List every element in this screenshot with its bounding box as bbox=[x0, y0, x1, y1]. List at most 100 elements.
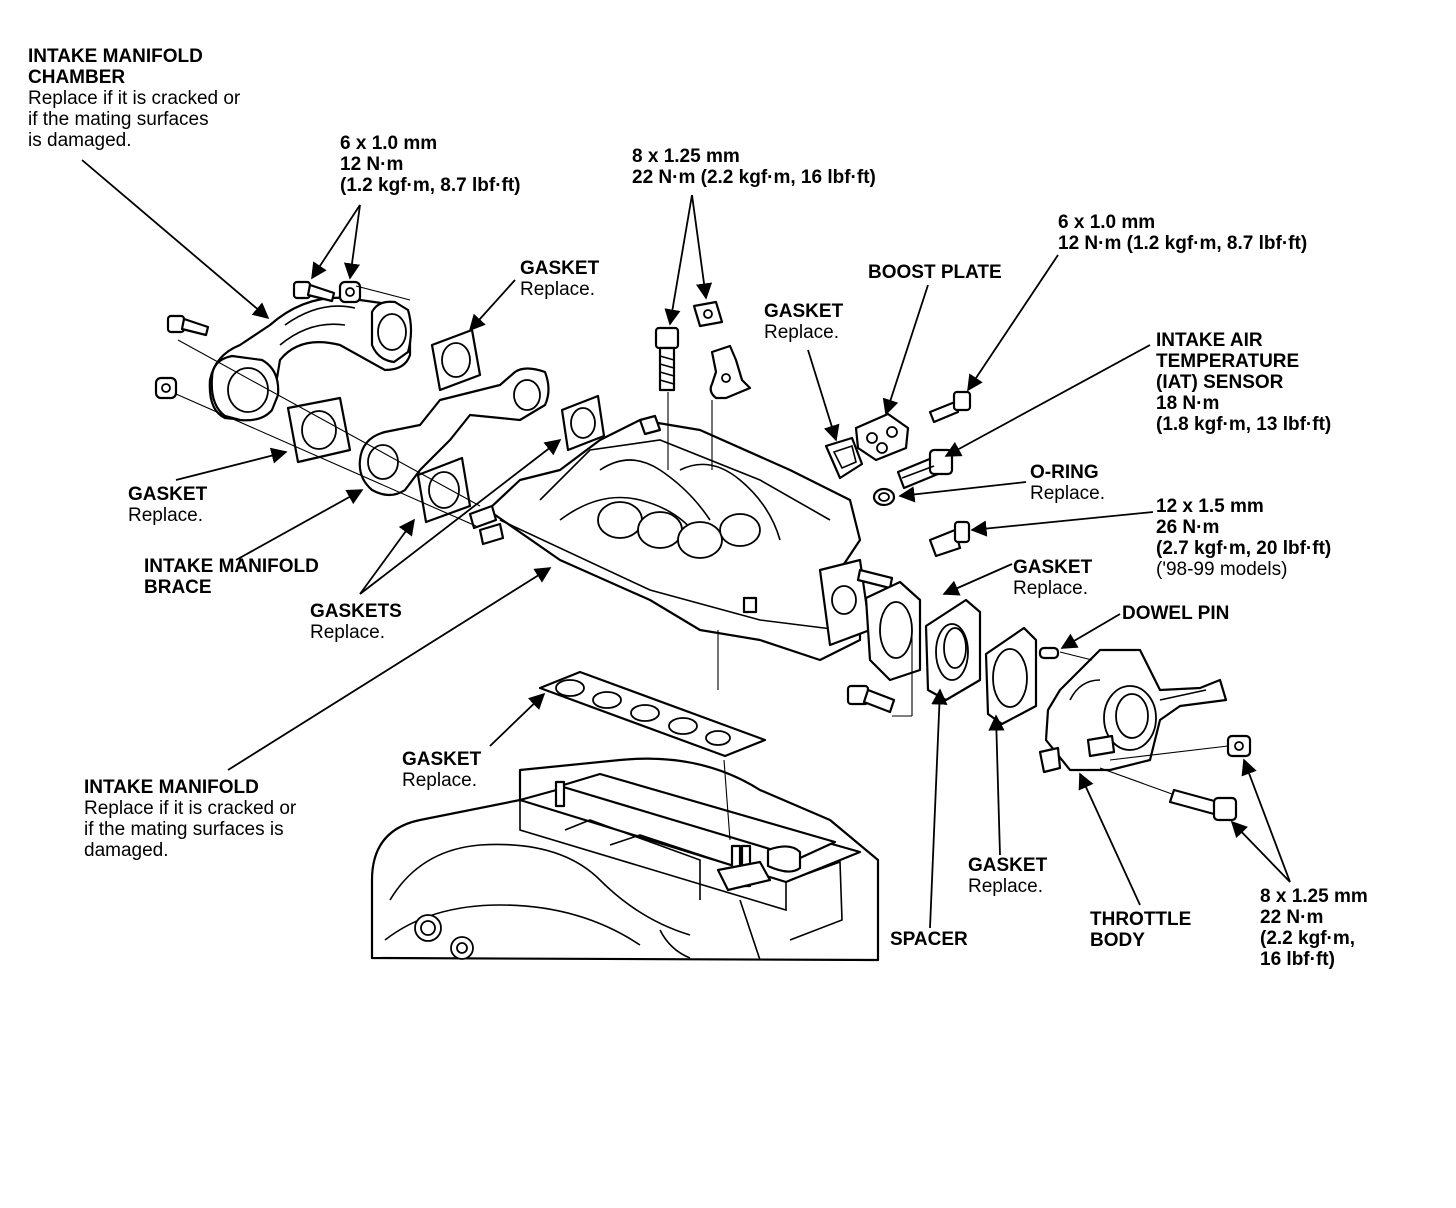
label-intake-manifold: INTAKE MANIFOLD Replace if it is cracked… bbox=[84, 777, 296, 861]
throttle-gasket bbox=[864, 580, 922, 682]
label-intake-manifold-chamber: INTAKE MANIFOLD CHAMBER Replace if it is… bbox=[28, 46, 240, 151]
label-title: GASKET bbox=[128, 484, 208, 505]
intake-manifold-chamber bbox=[208, 296, 413, 422]
boost-plate bbox=[854, 412, 910, 462]
spec-line: 18 N·m bbox=[1156, 393, 1220, 414]
spec-line: 8 x 1.25 mm bbox=[632, 146, 740, 167]
label-boost-bolt-spec: 6 x 1.0 mm 12 N·m (1.2 kgf·m, 8.7 lbf·ft… bbox=[1058, 212, 1307, 254]
label-gasket-top: GASKET Replace. bbox=[520, 258, 599, 300]
bolt-icon bbox=[928, 390, 972, 424]
label-title: BRACE bbox=[144, 577, 212, 598]
spec-line: ('98-99 models) bbox=[1156, 559, 1288, 580]
label-stud-spec: 12 x 1.5 mm 26 N·m (2.7 kgf·m, 20 lbf·ft… bbox=[1156, 496, 1331, 580]
spec-line: (1.2 kgf·m, 8.7 lbf·ft) bbox=[340, 175, 521, 196]
label-manifold-bolt-spec: 8 x 1.25 mm 22 N·m (2.2 kgf·m, 16 lbf·ft… bbox=[632, 146, 876, 188]
label-title: INTAKE AIR bbox=[1156, 330, 1263, 351]
spec-line: (2.2 kgf·m, bbox=[1260, 928, 1356, 949]
spec-line: 12 N·m bbox=[340, 154, 404, 175]
bolt-icon bbox=[1168, 788, 1238, 822]
spec-line: 8 x 1.25 mm bbox=[1260, 886, 1368, 907]
label-gasket-boost: GASKET Replace. bbox=[764, 301, 843, 343]
label-title: GASKETS bbox=[310, 601, 402, 622]
label-note: Replace. bbox=[968, 876, 1043, 897]
label-title: CHAMBER bbox=[28, 67, 126, 88]
gasket-icon bbox=[430, 328, 482, 392]
iat-sensor bbox=[896, 448, 954, 490]
o-ring-icon bbox=[872, 487, 896, 507]
spec-line: (1.8 kgf·m, 13 lbf·ft) bbox=[1156, 414, 1332, 435]
label-title: SPACER bbox=[890, 929, 968, 950]
label-title: BODY bbox=[1090, 930, 1145, 951]
label-boost-plate: BOOST PLATE bbox=[868, 262, 1002, 283]
label-note: Replace. bbox=[520, 279, 595, 300]
label-title: GASKET bbox=[764, 301, 844, 322]
label-title: (IAT) SENSOR bbox=[1156, 372, 1284, 393]
spec-line: 6 x 1.0 mm bbox=[1058, 212, 1156, 233]
gasket-icon bbox=[560, 394, 606, 452]
label-note: Replace. bbox=[1013, 578, 1088, 599]
label-note: Replace. bbox=[310, 622, 385, 643]
label-title: TEMPERATURE bbox=[1156, 351, 1300, 372]
spacer-gasket bbox=[984, 626, 1038, 726]
label-title: GASKET bbox=[1013, 557, 1093, 578]
intake-manifold bbox=[468, 414, 872, 662]
label-note: Replace if it is cracked or bbox=[84, 798, 297, 819]
throttle-body bbox=[1038, 648, 1228, 774]
label-title: INTAKE MANIFOLD bbox=[84, 777, 259, 798]
nut-icon bbox=[1226, 734, 1252, 758]
label-title: O-RING bbox=[1030, 462, 1099, 483]
label-title: GASKET bbox=[968, 855, 1048, 876]
label-chamber-bolt-spec: 6 x 1.0 mm 12 N·m (1.2 kgf·m, 8.7 lbf·ft… bbox=[340, 133, 521, 196]
spec-line: 6 x 1.0 mm bbox=[340, 133, 438, 154]
label-intake-manifold-brace: INTAKE MANIFOLD BRACE bbox=[144, 556, 319, 598]
spacer bbox=[924, 598, 982, 702]
label-o-ring: O-RING Replace. bbox=[1030, 462, 1105, 504]
stud-icon bbox=[928, 520, 971, 558]
bolt-icon bbox=[166, 314, 210, 337]
label-note: Replace. bbox=[764, 322, 839, 343]
gasket-icon bbox=[286, 396, 352, 464]
label-note: Replace. bbox=[402, 770, 477, 791]
label-title: DOWEL PIN bbox=[1122, 603, 1230, 624]
label-gasket-spacer: GASKET Replace. bbox=[968, 855, 1047, 897]
label-note: if the mating surfaces is bbox=[84, 819, 284, 840]
nut-icon bbox=[154, 376, 178, 400]
spec-line: (2.7 kgf·m, 20 lbf·ft) bbox=[1156, 538, 1332, 559]
nut-icon bbox=[692, 300, 724, 328]
assembly-axis bbox=[175, 285, 1229, 841]
label-gasket-lower: GASKET Replace. bbox=[402, 749, 481, 791]
label-note: Replace if it is cracked or bbox=[28, 88, 241, 109]
label-throttle-body: THROTTLE BODY bbox=[1090, 909, 1191, 951]
bolt-icon bbox=[846, 684, 896, 714]
label-iat-sensor: INTAKE AIR TEMPERATURE (IAT) SENSOR 18 N… bbox=[1156, 330, 1331, 435]
bracket-icon bbox=[709, 344, 752, 400]
label-title: INTAKE MANIFOLD bbox=[144, 556, 319, 577]
spec-line: 26 N·m bbox=[1156, 517, 1220, 538]
label-gasket-throttle: GASKET Replace. bbox=[1013, 557, 1092, 599]
dowel-pin-icon bbox=[1038, 646, 1060, 660]
engine-block bbox=[370, 757, 880, 962]
leader-lines bbox=[81, 159, 1291, 929]
label-note: damaged. bbox=[84, 840, 169, 861]
spec-line: 12 x 1.5 mm bbox=[1156, 496, 1264, 517]
bolt-icon bbox=[292, 280, 336, 303]
label-title: THROTTLE bbox=[1090, 909, 1192, 930]
intake-manifold-brace bbox=[358, 367, 550, 497]
label-note: Replace. bbox=[128, 505, 203, 526]
label-note: Replace. bbox=[1030, 483, 1105, 504]
spec-line: 22 N·m bbox=[1260, 907, 1324, 928]
spec-line: 16 lbf·ft) bbox=[1260, 949, 1335, 970]
label-title: GASKET bbox=[520, 258, 600, 279]
label-title: GASKET bbox=[402, 749, 482, 770]
spec-line: 22 N·m (2.2 kgf·m, 16 lbf·ft) bbox=[632, 167, 876, 188]
boost-plate-gasket bbox=[824, 436, 864, 480]
label-gasket-left: GASKET Replace. bbox=[128, 484, 207, 526]
label-title: INTAKE MANIFOLD bbox=[28, 46, 203, 67]
label-note: is damaged. bbox=[28, 130, 132, 151]
label-note: if the mating surfaces bbox=[28, 109, 209, 130]
bolt-icon bbox=[654, 326, 680, 392]
label-throttle-bolt-spec: 8 x 1.25 mm 22 N·m (2.2 kgf·m, 16 lbf·ft… bbox=[1260, 886, 1368, 970]
lower-gasket bbox=[538, 670, 767, 758]
label-title: BOOST PLATE bbox=[868, 262, 1002, 283]
